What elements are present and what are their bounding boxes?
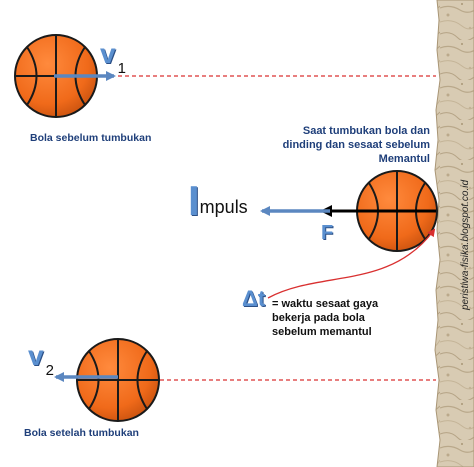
before-caption: Bola sebelum tumbukan (30, 132, 152, 144)
impact-line-1: Saat tumbukan bola dan (302, 125, 430, 137)
v2-letter: v (28, 340, 44, 371)
delta-t-label: Δt (242, 288, 265, 311)
after-caption: Bola setelah tumbukan (24, 427, 139, 439)
basketball-icon (76, 338, 160, 422)
delta-t-definition: = waktu sesaat gaya bekerja pada bola se… (272, 297, 378, 339)
delta-symbol: Δ (242, 286, 258, 311)
dt-line-3: sebelum memantul (272, 326, 372, 338)
dt-line-2: bekerja pada bola (272, 312, 365, 324)
impact-line-3: Memantul (378, 153, 430, 165)
force-label: F (321, 222, 334, 244)
stone-wall-icon (434, 0, 474, 467)
impact-description: Saat tumbukan bola dan dinding dan sesaa… (262, 124, 430, 166)
v1-letter: v (100, 38, 116, 69)
dt-line-1: = waktu sesaat gaya (272, 298, 379, 310)
impact-line-2: dinding dan sesaat sebelum (282, 139, 430, 151)
impulse-letter: I (188, 177, 200, 224)
impulse-word: mpuls (199, 197, 248, 217)
watermark-text: peristiwa-fisika.blogspot.co.id (460, 180, 471, 311)
v1-subscript: 1 (117, 60, 126, 77)
impulse-label: Impuls (188, 180, 248, 222)
v2-subscript: 2 (45, 362, 54, 379)
delta-t-letter: t (257, 286, 266, 311)
delta-t-pointer (267, 228, 436, 299)
watermark: peristiwa-fisika.blogspot.co.id (460, 180, 471, 311)
